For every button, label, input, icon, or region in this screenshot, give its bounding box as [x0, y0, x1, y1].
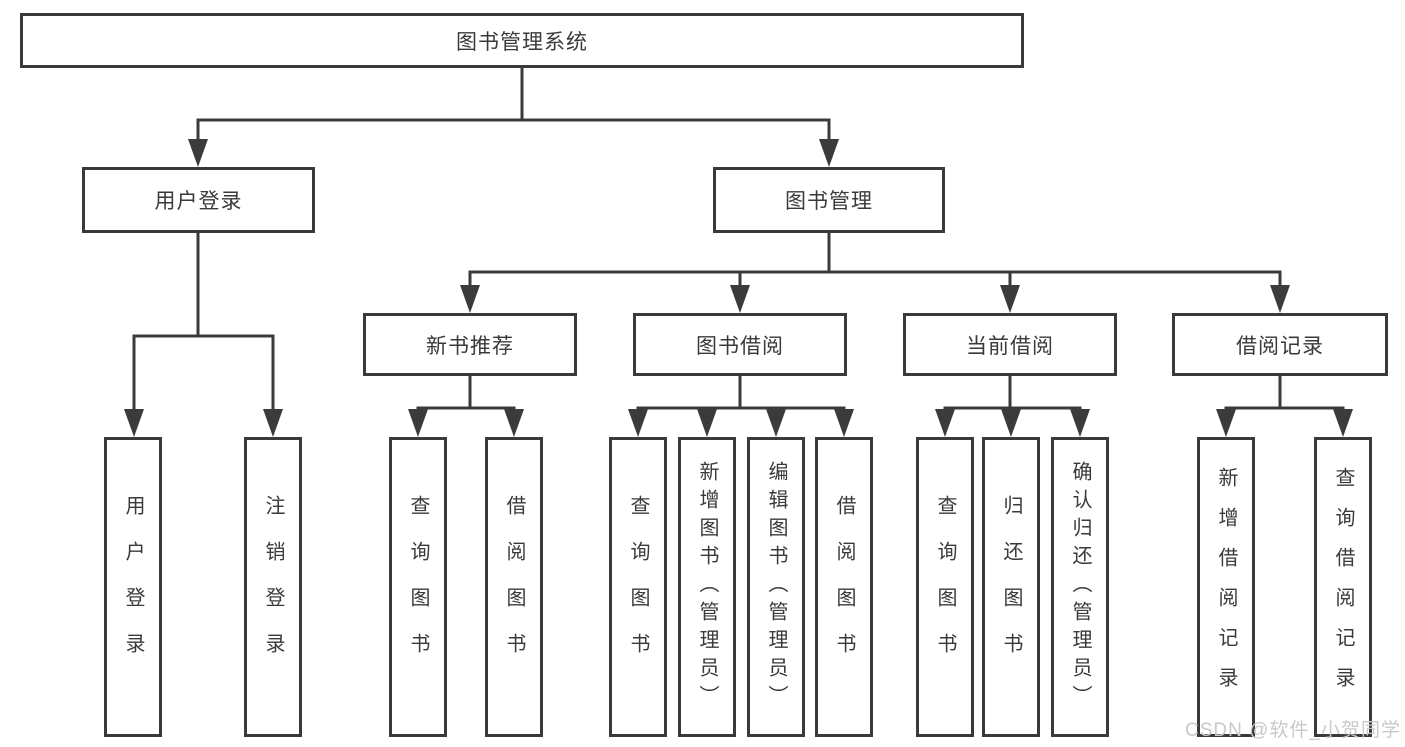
arrowheads [124, 139, 1353, 437]
leaf-borrow-books: 借阅图书 [815, 437, 873, 737]
leaf-label: 借阅图书 [833, 495, 855, 679]
leaf-query-borrow-record: 查询借阅记录 [1314, 437, 1372, 737]
leaf-label: 归还图书 [1000, 495, 1022, 679]
node-user-login: 用户登录 [82, 167, 315, 233]
node-root: 图书管理系统 [20, 13, 1024, 68]
node-book-borrow-label: 图书借阅 [696, 334, 784, 358]
leaf-query-books-current: 查询图书 [916, 437, 974, 737]
leaf-label: 查询图书 [627, 495, 649, 679]
leaf-label: 新增图书（管理员） [696, 461, 718, 713]
node-new-book-recommend-label: 新书推荐 [426, 334, 514, 358]
leaf-confirm-return-admin: 确认归还（管理员） [1051, 437, 1109, 737]
leaf-return-books: 归还图书 [982, 437, 1040, 737]
node-root-label: 图书管理系统 [456, 30, 588, 54]
leaf-label: 查询图书 [934, 495, 956, 679]
node-book-borrow: 图书借阅 [633, 313, 847, 376]
leaf-borrow-books-recommend: 借阅图书 [485, 437, 543, 737]
leaf-user-login: 用户登录 [104, 437, 162, 737]
leaf-query-books-borrow: 查询图书 [609, 437, 667, 737]
node-book-management: 图书管理 [713, 167, 945, 233]
node-book-management-label: 图书管理 [785, 190, 873, 213]
node-current-borrow: 当前借阅 [903, 313, 1117, 376]
leaf-query-books-recommend: 查询图书 [389, 437, 447, 737]
leaf-edit-books-admin: 编辑图书（管理员） [747, 437, 805, 737]
node-user-login-label: 用户登录 [154, 190, 243, 213]
node-borrow-records: 借阅记录 [1172, 313, 1388, 376]
node-borrow-records-label: 借阅记录 [1236, 334, 1324, 358]
leaf-label: 确认归还（管理员） [1069, 461, 1091, 713]
node-current-borrow-label: 当前借阅 [966, 334, 1054, 358]
leaf-label: 用户登录 [122, 495, 144, 679]
leaf-label: 注销登录 [262, 495, 284, 679]
leaf-add-books-admin: 新增图书（管理员） [678, 437, 736, 737]
leaf-label: 借阅图书 [503, 495, 525, 679]
node-new-book-recommend: 新书推荐 [363, 313, 577, 376]
leaf-label: 新增借阅记录 [1215, 467, 1237, 707]
leaf-label: 查询借阅记录 [1332, 467, 1354, 707]
csdn-watermark: CSDN @软件_小贺同学 [1185, 720, 1401, 741]
leaf-label: 查询图书 [407, 495, 429, 679]
leaf-logout: 注销登录 [244, 437, 302, 737]
leaf-label: 编辑图书（管理员） [765, 461, 787, 713]
leaf-add-borrow-record: 新增借阅记录 [1197, 437, 1255, 737]
